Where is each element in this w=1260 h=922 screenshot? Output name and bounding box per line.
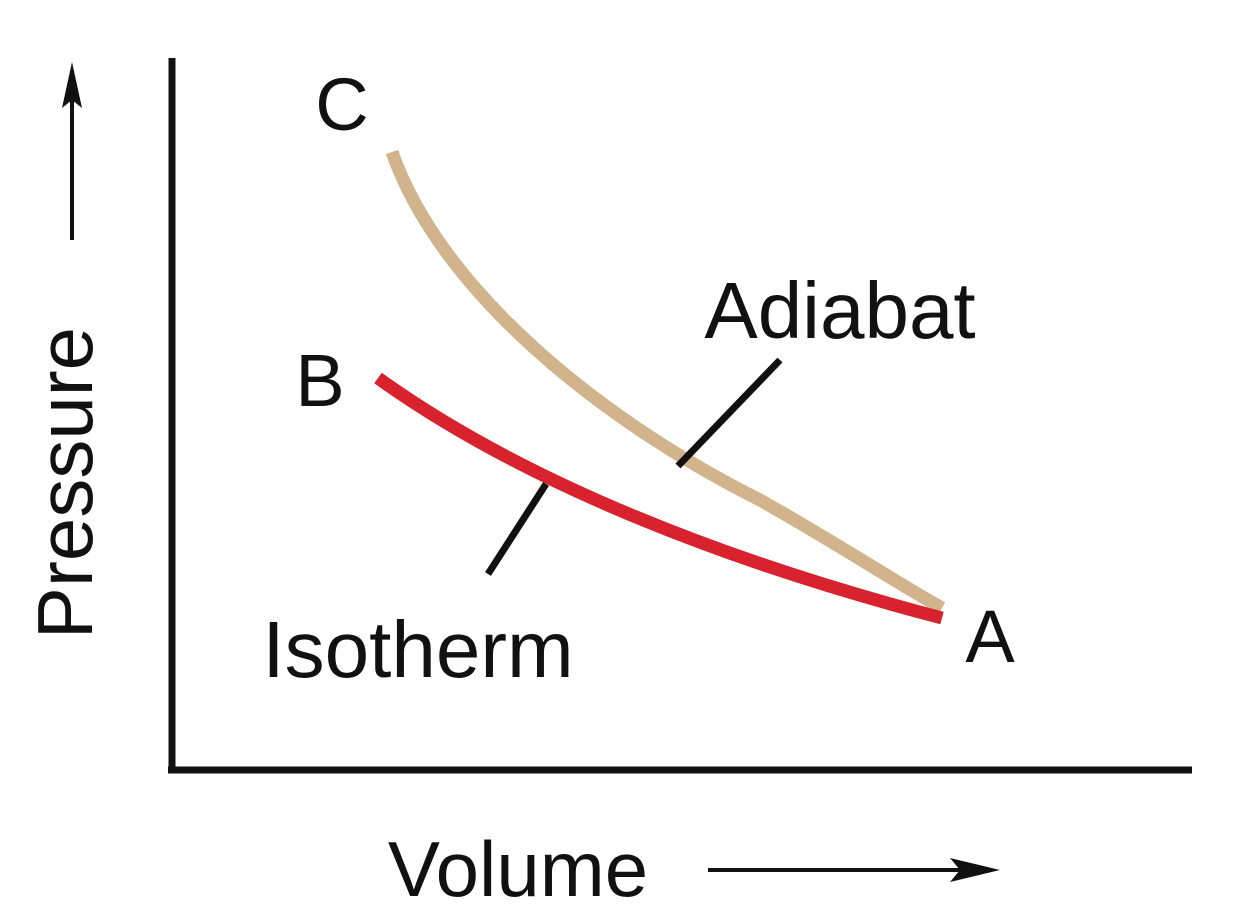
point-b-label: B — [295, 339, 344, 422]
y-axis-label: Pressure — [21, 327, 109, 639]
x-axis-label: Volume — [388, 825, 648, 913]
isotherm-curve — [374, 372, 944, 625]
point-a-label: A — [965, 595, 1015, 678]
point-c-label: C — [315, 63, 368, 146]
isotherm-leader-line — [485, 482, 549, 576]
adiabat-leader-line — [675, 357, 783, 469]
pressure-arrow-icon — [62, 62, 82, 240]
isotherm-label: Isotherm — [262, 605, 573, 694]
volume-arrow-icon — [708, 858, 1000, 882]
adiabat-label: Adiabat — [704, 266, 975, 355]
adiabat-curve — [385, 149, 946, 614]
